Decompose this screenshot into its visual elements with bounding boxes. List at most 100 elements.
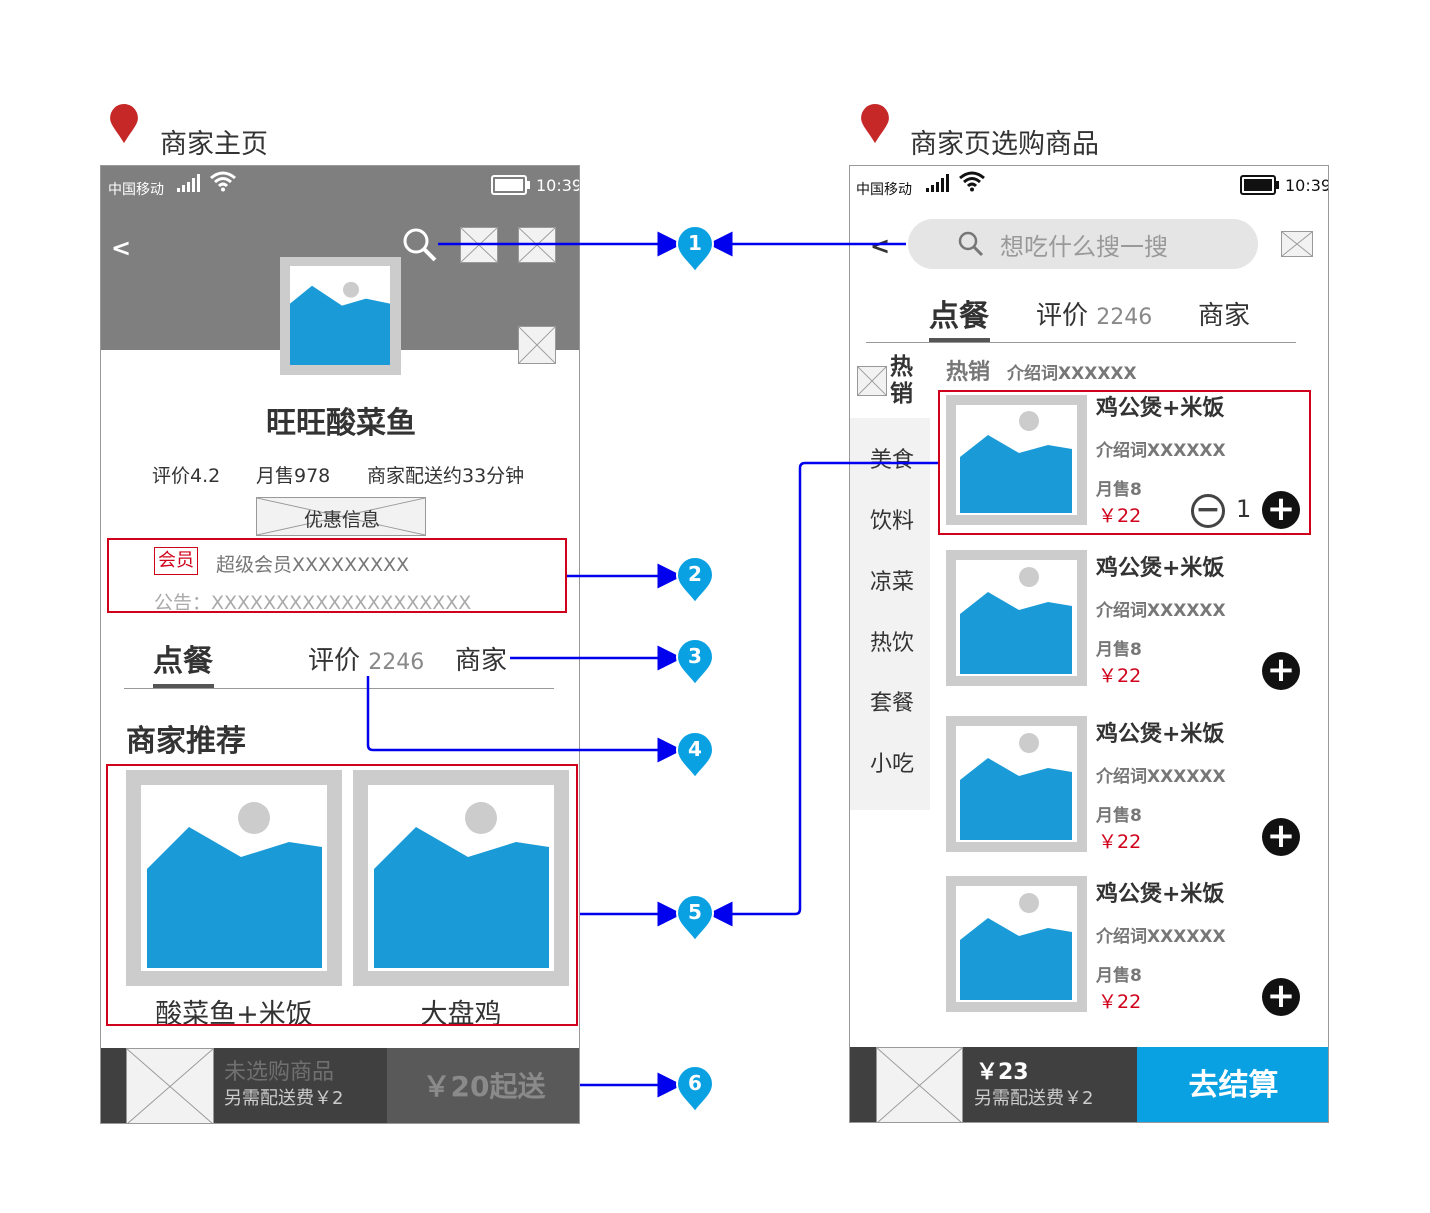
product-price: ￥22 [1098, 665, 1142, 687]
callout-number: 1 [688, 231, 702, 255]
product-price: ￥22 [1098, 831, 1142, 853]
category-item[interactable]: 饮料 [870, 509, 915, 534]
product-quantity: 1 [1236, 495, 1252, 523]
tab-reviews[interactable]: 评价 2246 [1036, 295, 1152, 332]
hot-icon [857, 366, 887, 396]
back-button[interactable]: < [870, 232, 891, 260]
recommended-item-image[interactable] [126, 770, 342, 986]
location-pin-icon [861, 104, 889, 144]
add-to-cart-button[interactable]: + [1262, 491, 1300, 529]
product-desc: 介绍词XXXXXX [1096, 601, 1226, 621]
product-image[interactable] [946, 716, 1087, 852]
category-item[interactable]: 美食 [870, 448, 915, 473]
product-name: 鸡公煲+米饭 [1096, 882, 1225, 907]
status-bar: 中国移动 10:39 [101, 166, 579, 206]
cart-total: ￥23 [976, 1060, 1029, 1085]
search-icon[interactable] [402, 227, 438, 263]
min-order-button[interactable]: ￥20起送 [387, 1048, 579, 1123]
product-sales: 月售8 [1096, 480, 1142, 500]
add-to-cart-button[interactable]: + [1262, 978, 1300, 1016]
left-phone-screen: 中国移动 10:39 < [100, 165, 580, 1124]
callout-badge: 3 [675, 638, 715, 687]
product-sales: 月售8 [1096, 640, 1142, 660]
battery-icon [491, 175, 530, 195]
favorite-icon[interactable] [460, 227, 498, 263]
share-icon[interactable] [1281, 231, 1313, 257]
callout-number: 5 [688, 900, 702, 924]
tab-order[interactable]: 点餐 [153, 644, 213, 679]
tab-reviews-count: 2246 [1096, 305, 1153, 330]
cart-icon[interactable] [876, 1047, 963, 1122]
highlight-member-area [107, 538, 567, 613]
tab-active-indicator [153, 684, 214, 688]
battery-icon [1240, 175, 1279, 195]
callout-number: 6 [688, 1071, 702, 1095]
product-desc: 介绍词XXXXXX [1096, 927, 1226, 947]
tab-reviews-label: 评价 [1036, 301, 1089, 331]
carrier-label: 中国移动 [856, 182, 912, 198]
member-text[interactable]: 超级会员XXXXXXXXX [216, 554, 410, 576]
product-desc: 介绍词XXXXXX [1096, 441, 1226, 461]
tab-order[interactable]: 点餐 [929, 299, 989, 334]
category-item[interactable]: 套餐 [870, 691, 915, 716]
signal-icon [926, 174, 949, 192]
product-desc: 介绍词XXXXXX [1096, 767, 1226, 787]
shop-notice: 公告：XXXXXXXXXXXXXXXXXXXX [154, 592, 472, 610]
tab-shop[interactable]: 商家 [1198, 301, 1251, 331]
add-to-cart-button[interactable]: + [1262, 818, 1300, 856]
highlight-recommended-area [106, 764, 578, 1026]
image-placeholder-icon [374, 802, 549, 968]
search-icon [958, 231, 984, 257]
search-bar[interactable]: 想吃什么搜一搜 [908, 219, 1258, 269]
cart-icon[interactable] [126, 1048, 214, 1123]
callout-badge: 2 [675, 556, 715, 605]
cart-empty-text: 未选购商品 [224, 1060, 335, 1085]
shop-delivery-time: 商家配送约33分钟 [367, 465, 525, 487]
category-item[interactable]: 小吃 [870, 752, 915, 777]
callout-badge: 6 [675, 1065, 715, 1114]
callout-badge: 5 [675, 894, 715, 943]
shop-badge-icon [518, 326, 556, 364]
cart-delivery-fee: 另需配送费￥2 [224, 1088, 344, 1109]
product-image[interactable] [946, 550, 1087, 686]
category-item-hot[interactable]: 热销 [890, 354, 913, 407]
add-to-cart-button[interactable]: + [1262, 652, 1300, 690]
category-item[interactable]: 热饮 [870, 631, 915, 656]
tab-reviews-label: 评价 [308, 646, 361, 676]
search-placeholder: 想吃什么搜一搜 [1000, 233, 1168, 261]
promo-info-button[interactable]: 优惠信息 [256, 497, 426, 536]
callout-badge: 4 [675, 731, 715, 780]
cart-delivery-fee: 另需配送费￥2 [974, 1088, 1094, 1109]
callout-number: 4 [688, 737, 702, 761]
section-desc: 介绍词XXXXXX [1007, 364, 1137, 384]
checkout-button[interactable]: 去结算 [1137, 1047, 1328, 1122]
right-screen-title: 商家页选购商品 [910, 129, 1099, 160]
product-image[interactable] [946, 395, 1087, 525]
image-placeholder-icon [290, 281, 390, 365]
decrease-quantity-button[interactable]: − [1191, 494, 1225, 528]
category-item[interactable]: 凉菜 [870, 570, 915, 595]
recommended-item-image[interactable] [353, 770, 569, 986]
product-price: ￥22 [1098, 991, 1142, 1013]
tab-divider [866, 342, 1296, 343]
callout-badge: 1 [675, 225, 715, 274]
status-bar: 中国移动 10:39 [850, 166, 1328, 206]
tab-reviews-count: 2246 [368, 650, 425, 675]
product-name: 鸡公煲+米饭 [1096, 396, 1225, 421]
image-placeholder-icon [960, 893, 1072, 1000]
right-phone-screen: 中国移动 10:39 < 想吃什么搜一搜 点餐 评价 [849, 165, 1329, 1123]
highlight-selected-product [938, 390, 1311, 535]
shop-monthly-sales: 月售978 [256, 465, 331, 487]
section-title: 热销 [946, 360, 991, 385]
back-button[interactable]: < [111, 234, 132, 262]
recommended-section-title: 商家推荐 [126, 724, 246, 759]
image-placeholder-icon [960, 411, 1072, 513]
clock: 10:39 [536, 176, 580, 195]
tab-shop[interactable]: 商家 [455, 646, 508, 676]
shop-rating: 评价4.2 [152, 465, 221, 487]
tab-reviews[interactable]: 评价 2246 [308, 640, 424, 677]
product-sales: 月售8 [1096, 966, 1142, 986]
wifi-icon [210, 171, 236, 192]
share-icon[interactable] [518, 227, 556, 263]
product-image[interactable] [946, 876, 1087, 1012]
